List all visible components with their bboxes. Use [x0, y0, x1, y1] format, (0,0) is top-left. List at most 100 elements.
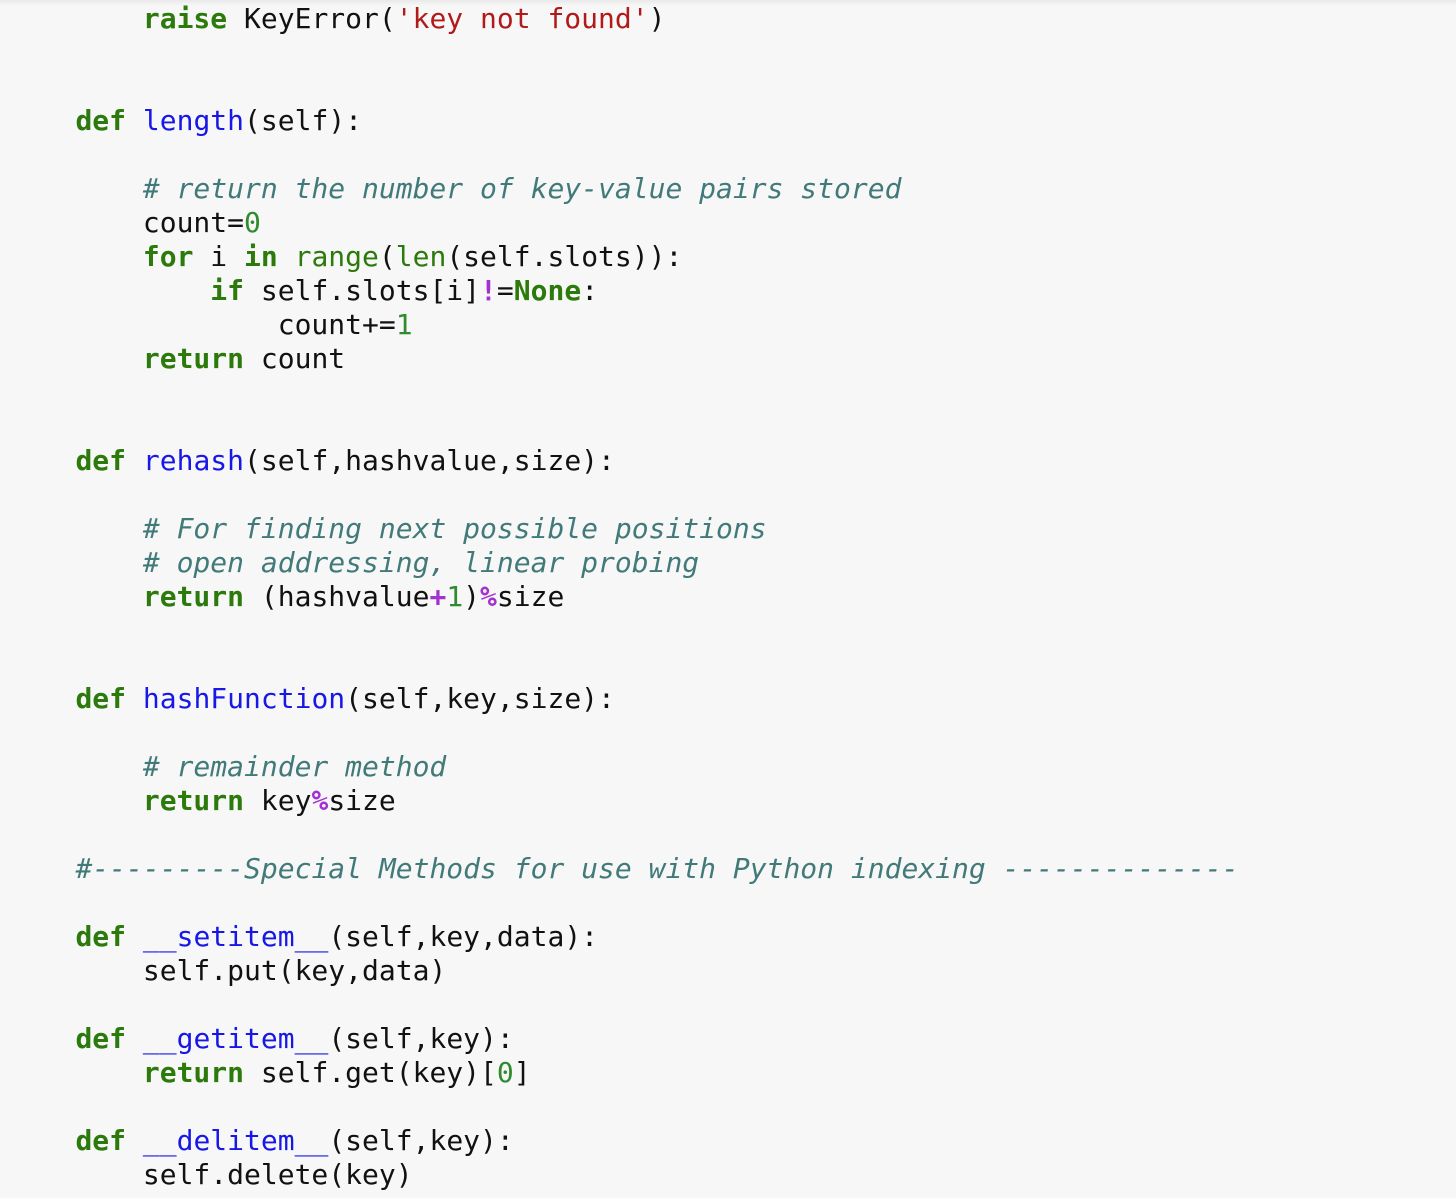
code-token: count+= [8, 308, 396, 341]
code-token [8, 2, 143, 35]
code-token [8, 546, 143, 579]
code-token [8, 1124, 75, 1157]
keyword-token: raise [142, 2, 228, 35]
keyword-token: return [142, 342, 245, 375]
code-token: (self,key): [328, 1124, 514, 1157]
code-token [8, 274, 210, 307]
number-token: 1 [446, 580, 464, 613]
code-token: (self,key): [328, 1022, 514, 1055]
code-token [278, 240, 295, 273]
code-token [8, 784, 143, 817]
operator-token: % [311, 784, 329, 817]
code-line: def __setitem__(self,key,data): [8, 920, 598, 954]
operator-token: % [480, 580, 497, 613]
function-name-token: __delitem__ [142, 1124, 329, 1157]
number-token: 1 [395, 308, 413, 341]
function-name-token: __getitem__ [142, 1022, 329, 1055]
code-token [8, 1056, 143, 1089]
code-line: count+=1 [8, 308, 413, 342]
code-token: self.delete(key) [8, 1158, 413, 1191]
keyword-token: None [513, 274, 582, 307]
code-token [8, 512, 143, 545]
code-token: ) [648, 2, 666, 35]
code-token [8, 750, 143, 783]
code-line: def __getitem__(self,key): [8, 1022, 514, 1056]
code-line: # return the number of key-value pairs s… [8, 172, 902, 206]
code-token [8, 682, 75, 715]
code-token: (self,key,size): [345, 682, 615, 715]
code-token: key [244, 784, 312, 817]
keyword-token: return [142, 784, 245, 817]
code-line: return count [8, 342, 345, 376]
code-token: (self,hashvalue,size): [244, 444, 615, 477]
code-line: self.put(key,data) [8, 954, 446, 988]
code-token: (self): [244, 104, 363, 137]
code-token: self.put(key,data) [8, 954, 447, 987]
code-token: size [328, 784, 396, 817]
keyword-token: def [75, 104, 127, 137]
code-token: count [244, 342, 346, 375]
function-name-token: hashFunction [142, 682, 346, 715]
code-token [126, 1022, 143, 1055]
code-token: : [581, 274, 599, 307]
code-token: (self.slots)): [446, 240, 683, 273]
code-token [8, 1022, 75, 1055]
keyword-token: def [75, 920, 127, 953]
code-line: return (hashvalue+1)%size [8, 580, 564, 614]
code-token [8, 240, 143, 273]
comment-token: # For finding next possible positions [142, 512, 767, 545]
code-line: # For finding next possible positions [8, 512, 767, 546]
code-line: def rehash(self,hashvalue,size): [8, 444, 615, 478]
code-token [8, 580, 143, 613]
function-name-token: __setitem__ [142, 920, 329, 953]
code-token [126, 682, 143, 715]
code-token: KeyError( [227, 2, 396, 35]
code-line: self.delete(key) [8, 1158, 413, 1192]
code-token [126, 104, 143, 137]
code-line: # remainder method [8, 750, 446, 784]
code-line: raise KeyError('key not found') [8, 2, 666, 36]
keyword-token: return [142, 580, 245, 613]
code-token [8, 920, 75, 953]
code-line: #---------Special Methods for use with P… [8, 852, 1239, 886]
keyword-token: return [142, 1056, 245, 1089]
code-line: count=0 [8, 206, 261, 240]
code-token [8, 104, 75, 137]
function-name-token: rehash [142, 444, 245, 477]
comment-token: #---------Special Methods for use with P… [75, 852, 1239, 885]
code-token [126, 920, 143, 953]
operator-token: ! [480, 274, 497, 307]
number-token: 0 [496, 1056, 514, 1089]
comment-token: # open addressing, linear probing [142, 546, 700, 579]
comment-token: # remainder method [142, 750, 447, 783]
code-token: self.get(key)[ [244, 1056, 497, 1089]
code-token: size [496, 580, 565, 613]
keyword-token: in [244, 240, 278, 273]
code-token: ] [513, 1056, 531, 1089]
code-line: if self.slots[i]!=None: [8, 274, 598, 308]
code-token: = [496, 274, 514, 307]
code-line: return key%size [8, 784, 396, 818]
keyword-token: if [210, 274, 245, 307]
code-line: def __delitem__(self,key): [8, 1124, 514, 1158]
code-line: def length(self): [8, 104, 362, 138]
code-token: ( [378, 240, 396, 273]
builtin-token: len [395, 240, 447, 273]
editor-top-shadow [0, 0, 1456, 6]
code-token: self.slots[i] [244, 274, 481, 307]
code-token: (self,key,data): [328, 920, 599, 953]
code-line: for i in range(len(self.slots)): [8, 240, 682, 274]
code-token: count= [8, 206, 245, 239]
code-token: i [193, 240, 245, 273]
code-token [8, 444, 75, 477]
code-token [8, 852, 75, 885]
comment-token: # return the number of key-value pairs s… [142, 172, 902, 205]
keyword-token: def [75, 1022, 127, 1055]
keyword-token: def [75, 682, 127, 715]
code-token [126, 444, 143, 477]
keyword-token: def [75, 1124, 127, 1157]
code-token [126, 1124, 143, 1157]
keyword-token: for [142, 240, 194, 273]
code-token [8, 172, 143, 205]
